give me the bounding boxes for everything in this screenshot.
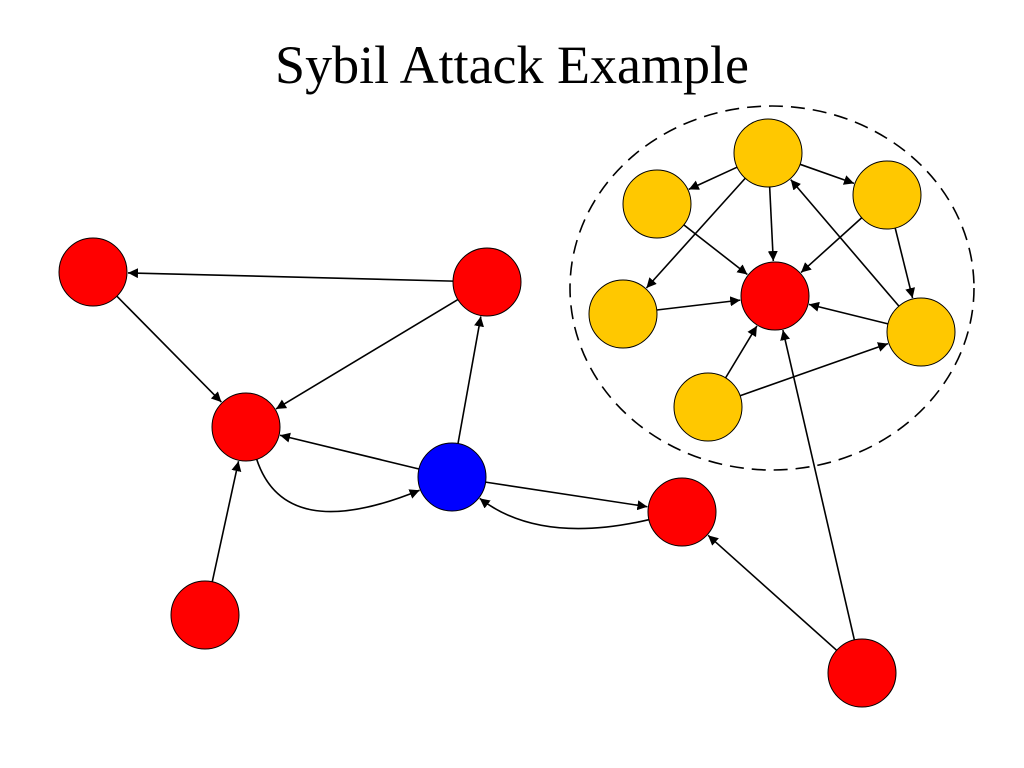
edge-h1-to-h3 xyxy=(116,295,222,403)
edge-h6-to-h5 xyxy=(707,534,838,651)
edge-y-mr-to-s-center xyxy=(808,301,889,325)
edge-y-ul-to-s-center xyxy=(683,224,748,276)
edge-y-b-to-y-mr xyxy=(739,342,889,397)
edge-y-ur-to-s-center xyxy=(800,217,863,274)
edge-h5-to-att xyxy=(479,497,650,530)
slide-title: Sybil Attack Example xyxy=(275,35,749,95)
honest-node-h4 xyxy=(170,580,240,650)
edge-y-b-to-s-center xyxy=(724,325,758,379)
edge-h3-to-att xyxy=(255,459,420,513)
edge-h6-to-s-center xyxy=(780,329,856,641)
edge-y-mr-to-y-top xyxy=(790,179,900,307)
attacker-node-att xyxy=(417,442,487,512)
edge-att-to-h5 xyxy=(485,481,648,511)
honest-node-h1 xyxy=(58,237,128,307)
sybil-node-y-mr xyxy=(886,297,956,367)
honest-node-h6 xyxy=(827,638,897,708)
honest-node-h3 xyxy=(211,392,281,462)
honest-node-h5 xyxy=(647,477,717,547)
honest-node-s-center xyxy=(740,261,810,331)
sybil-node-y-ml xyxy=(588,279,658,349)
edge-y-ml-to-s-center xyxy=(656,296,741,311)
edge-att-to-h2 xyxy=(457,316,484,444)
edge-h2-to-h3 xyxy=(275,298,459,410)
sybil-node-y-top xyxy=(733,118,803,188)
nodes-layer xyxy=(58,118,956,708)
edge-h2-to-h1 xyxy=(127,268,454,282)
edge-y-top-to-y-ul xyxy=(688,166,738,191)
edge-y-top-to-s-center xyxy=(767,186,778,262)
edge-y-top-to-y-ml xyxy=(645,177,746,289)
edges-layer xyxy=(116,163,916,651)
edge-y-top-to-y-ur xyxy=(799,163,855,185)
sybil-node-y-ur xyxy=(852,160,922,230)
edge-y-ur-to-y-mr xyxy=(894,227,916,299)
edge-h4-to-h3 xyxy=(211,461,242,582)
sybil-node-y-b xyxy=(673,372,743,442)
edge-att-to-h3 xyxy=(279,432,420,470)
honest-node-h2 xyxy=(452,247,522,317)
sybil-cluster-boundary xyxy=(569,105,975,471)
sybil-node-y-ul xyxy=(622,169,692,239)
